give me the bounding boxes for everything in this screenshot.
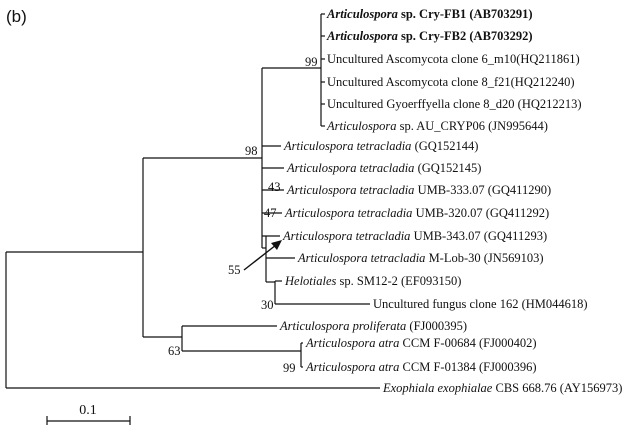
bootstrap-value: 99	[283, 361, 296, 375]
taxon-label: Uncultured Gyoerffyella clone 8_d20 (HQ2…	[327, 97, 582, 111]
taxon-label: Articulospora tetracladia M-Lob-30 (JN56…	[297, 251, 543, 265]
taxon-label: Articulospora tetracladia UMB-320.07 (GQ…	[284, 206, 549, 220]
taxon-label: Articulospora tetracladia (GQ152144)	[283, 139, 478, 153]
bootstrap-value: 63	[168, 344, 181, 358]
scale-bar: 0.1	[46, 403, 131, 425]
taxon-label: Articulospora proliferata (FJ000395)	[279, 319, 467, 333]
taxon-label: Articulospora atra CCM F-01384 (FJ000396…	[305, 360, 537, 374]
bootstrap-value: 98	[245, 144, 258, 158]
taxon-label: Articulospora atra CCM F-00684 (FJ000402…	[305, 336, 537, 350]
bootstrap-value: 55	[228, 263, 241, 277]
taxon-label: Articulospora sp. AU_CRYP06 (JN995644)	[326, 119, 548, 133]
taxon-label: Uncultured fungus clone 162 (HM044618)	[373, 297, 588, 311]
bootstrap-values: 99 98 43 47 55 30 63 99	[168, 55, 318, 375]
bootstrap-value: 43	[268, 180, 281, 194]
bootstrap-value: 47	[264, 206, 277, 220]
taxon-label: Uncultured Ascomycota clone 8_f21(HQ2122…	[327, 75, 575, 89]
taxon-label: Articulospora tetracladia UMB-343.07 (GQ…	[282, 229, 547, 243]
taxon-label: Helotiales sp. SM12-2 (EF093150)	[284, 274, 461, 288]
panel-label: (b)	[6, 7, 27, 26]
bootstrap-value: 30	[261, 298, 274, 312]
taxon-label: Articulospora sp. Cry-FB2 (AB703292)	[326, 29, 533, 43]
tree-branches	[5, 13, 380, 389]
scale-bar-label: 0.1	[79, 403, 97, 418]
taxon-label: Articulospora sp. Cry-FB1 (AB703291)	[326, 7, 533, 21]
taxon-label: Exophiala exophialae CBS 668.76 (AY15697…	[382, 381, 622, 395]
taxon-labels: Articulospora sp. Cry-FB1 (AB703291) Art…	[279, 7, 622, 395]
taxon-label: Articulospora tetracladia (GQ152145)	[286, 161, 481, 175]
taxon-label: Articulospora tetracladia UMB-333.07 (GQ…	[286, 183, 551, 197]
bootstrap-value: 99	[305, 55, 318, 69]
taxon-label: Uncultured Ascomycota clone 6_m10(HQ2118…	[327, 52, 580, 66]
arrow-55	[243, 240, 282, 271]
